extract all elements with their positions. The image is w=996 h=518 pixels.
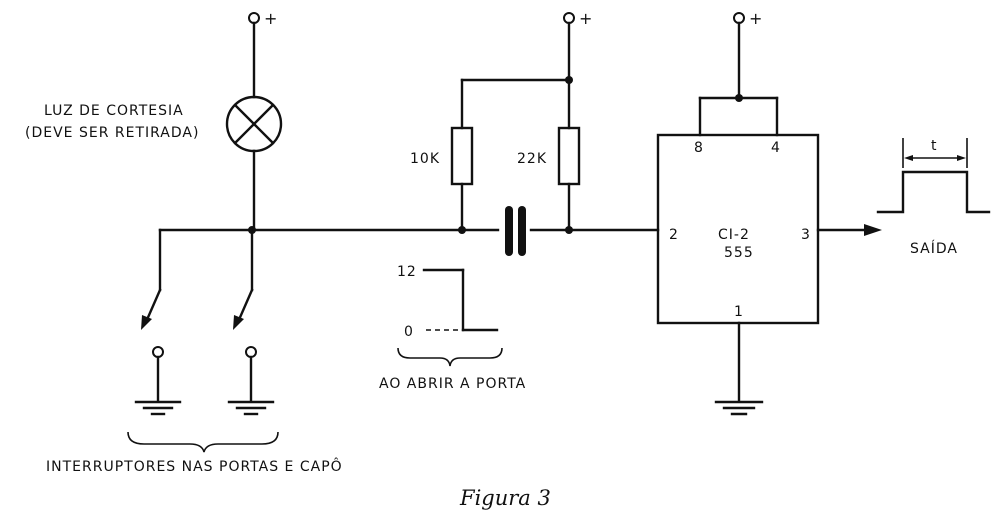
door-switch-left (141, 228, 164, 402)
ic-name-label: CI-2 (718, 227, 750, 243)
resistor-22k-label: 22K (517, 151, 547, 167)
ic-type-label: 555 (724, 245, 754, 261)
ground-symbol-middle (227, 400, 275, 416)
figure-caption: Figura 3 (459, 486, 551, 510)
supply-terminal-ic (733, 12, 745, 100)
lamp-label-line2: (DEVE SER RETIRADA) (25, 125, 199, 141)
ground-symbol-ic (714, 400, 764, 416)
output-label: SAÍDA (910, 240, 958, 257)
resistor-10k-label: 10K (410, 151, 440, 167)
pin-8-4-tie (698, 96, 779, 137)
supply-terminal-lamp (248, 12, 260, 99)
input-step-waveform (422, 268, 499, 332)
courtesy-lamp (225, 95, 283, 232)
switches-caption: INTERRUPTORES NAS PORTAS E CAPÔ (46, 457, 343, 475)
lamp-label-line1: LUZ DE CORTESIA (44, 103, 184, 119)
pin-3-label: 3 (801, 227, 811, 243)
brace-switches (127, 431, 279, 453)
pin-8-label: 8 (694, 140, 704, 156)
ground-symbol-left (134, 400, 182, 416)
pin-2-label: 2 (669, 227, 679, 243)
capacitor (505, 206, 526, 256)
output-pulse-waveform (876, 138, 991, 214)
resistor-22k (557, 78, 581, 232)
pulse-low-label: 0 (404, 324, 414, 340)
output-arrow (816, 224, 882, 236)
plus-label-lamp: + (264, 9, 277, 28)
plus-label-resistors: + (579, 9, 592, 28)
pulse-high-label: 12 (397, 264, 417, 280)
pulse-caption: AO ABRIR A PORTA (379, 376, 526, 392)
pin-1-label: 1 (734, 304, 744, 320)
supply-terminal-resistors (563, 12, 575, 82)
resistor-10k (450, 78, 474, 232)
pin-4-label: 4 (771, 140, 781, 156)
plus-label-ic: + (749, 9, 762, 28)
brace-pulse (397, 347, 503, 367)
pulse-width-label: t (931, 138, 938, 154)
door-switch-right (233, 228, 257, 402)
